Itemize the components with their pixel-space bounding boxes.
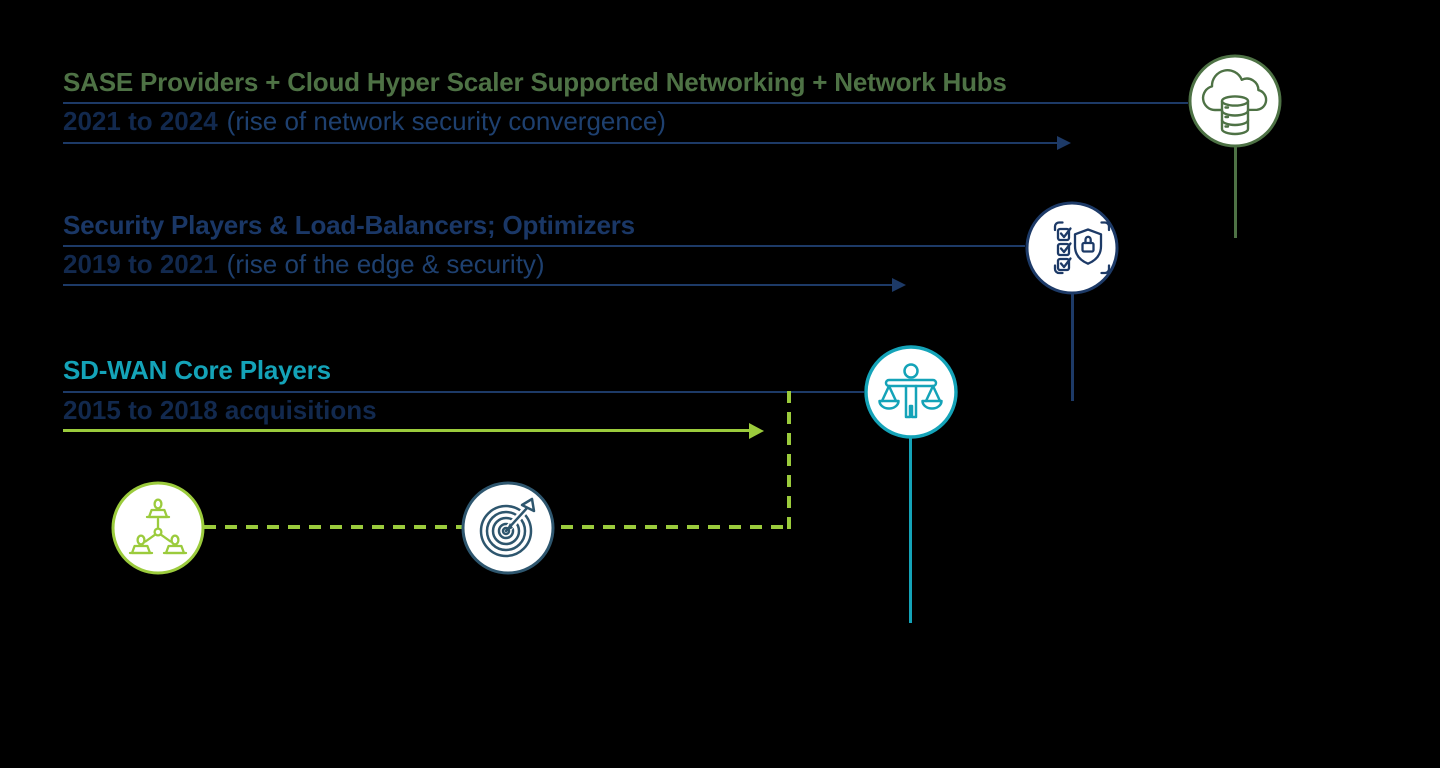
row2-heading: Security Players & Load-Balancers; Optim… xyxy=(63,210,635,240)
row3-heading-underline xyxy=(63,391,864,393)
row1-heading: SASE Providers + Cloud Hyper Scaler Supp… xyxy=(63,67,1007,97)
security-shield-checklist-icon xyxy=(1024,200,1120,296)
scales-balance-icon xyxy=(863,344,959,440)
scales-balance-icon-svg xyxy=(864,345,958,439)
row3-heading: SD-WAN Core Players xyxy=(63,355,331,385)
row2-period-line: 2019 to 2021 (rise of the edge & security… xyxy=(63,249,545,279)
row1-heading-underline xyxy=(63,102,1188,104)
target-arrow-icon-svg xyxy=(461,481,555,575)
row3-timeline-arrow-shaft xyxy=(63,429,750,432)
row1-timeline-arrow-shaft xyxy=(63,142,1059,144)
row2-period: 2019 to 2021 xyxy=(63,249,218,279)
row3-timeline-arrowhead xyxy=(749,423,764,439)
row2-note: (rise of the edge & security) xyxy=(226,249,545,279)
cloud-database-icon-svg xyxy=(1188,54,1282,148)
row2-timeline-arrow-shaft xyxy=(63,284,893,286)
scales-icon-stem-line xyxy=(909,438,912,623)
row1-period-line: 2021 to 2024 (rise of network security co… xyxy=(63,106,666,136)
target-arrow-icon xyxy=(460,480,556,576)
row3-period-line: 2015 to 2018 acquisitions xyxy=(63,395,377,425)
security-icon-stem-line xyxy=(1071,294,1074,401)
row1-period: 2021 to 2024 xyxy=(63,106,218,136)
dashed-connector-vertical xyxy=(787,391,791,529)
row1-timeline-arrowhead xyxy=(1057,136,1071,150)
cloud-icon-stem-line xyxy=(1234,147,1237,238)
row2-heading-underline xyxy=(63,245,1025,247)
team-network-icon-svg xyxy=(111,481,205,575)
cloud-database-icon xyxy=(1187,53,1283,149)
row1-note: (rise of network security convergence) xyxy=(226,106,666,136)
row3-period: 2015 to 2018 acquisitions xyxy=(63,395,377,425)
team-network-icon xyxy=(110,480,206,576)
row2-timeline-arrowhead xyxy=(892,278,906,292)
security-shield-checklist-icon-svg xyxy=(1025,201,1119,295)
